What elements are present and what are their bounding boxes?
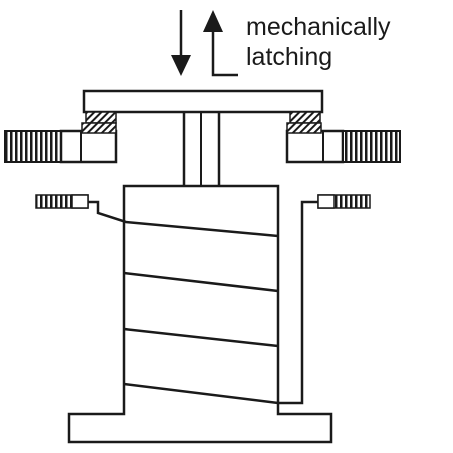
plunger-rod: [182, 112, 221, 186]
coil-winding: [88, 200, 318, 405]
caption-line-2: latching: [246, 43, 333, 71]
right-fixed-contact: [285, 122, 401, 164]
left-fixed-contact: [4, 122, 118, 164]
top-plate: [82, 89, 324, 114]
left-plate-contact: [85, 111, 117, 124]
right-plate-contact: [289, 111, 321, 124]
down-arrow-icon: [171, 10, 191, 76]
left-coil-terminal: [35, 194, 89, 209]
caption-line-1: mechanically: [246, 13, 391, 41]
coil-core-and-base: [67, 184, 333, 444]
right-coil-terminal: [317, 194, 371, 209]
up-arrow-icon: [203, 10, 238, 77]
